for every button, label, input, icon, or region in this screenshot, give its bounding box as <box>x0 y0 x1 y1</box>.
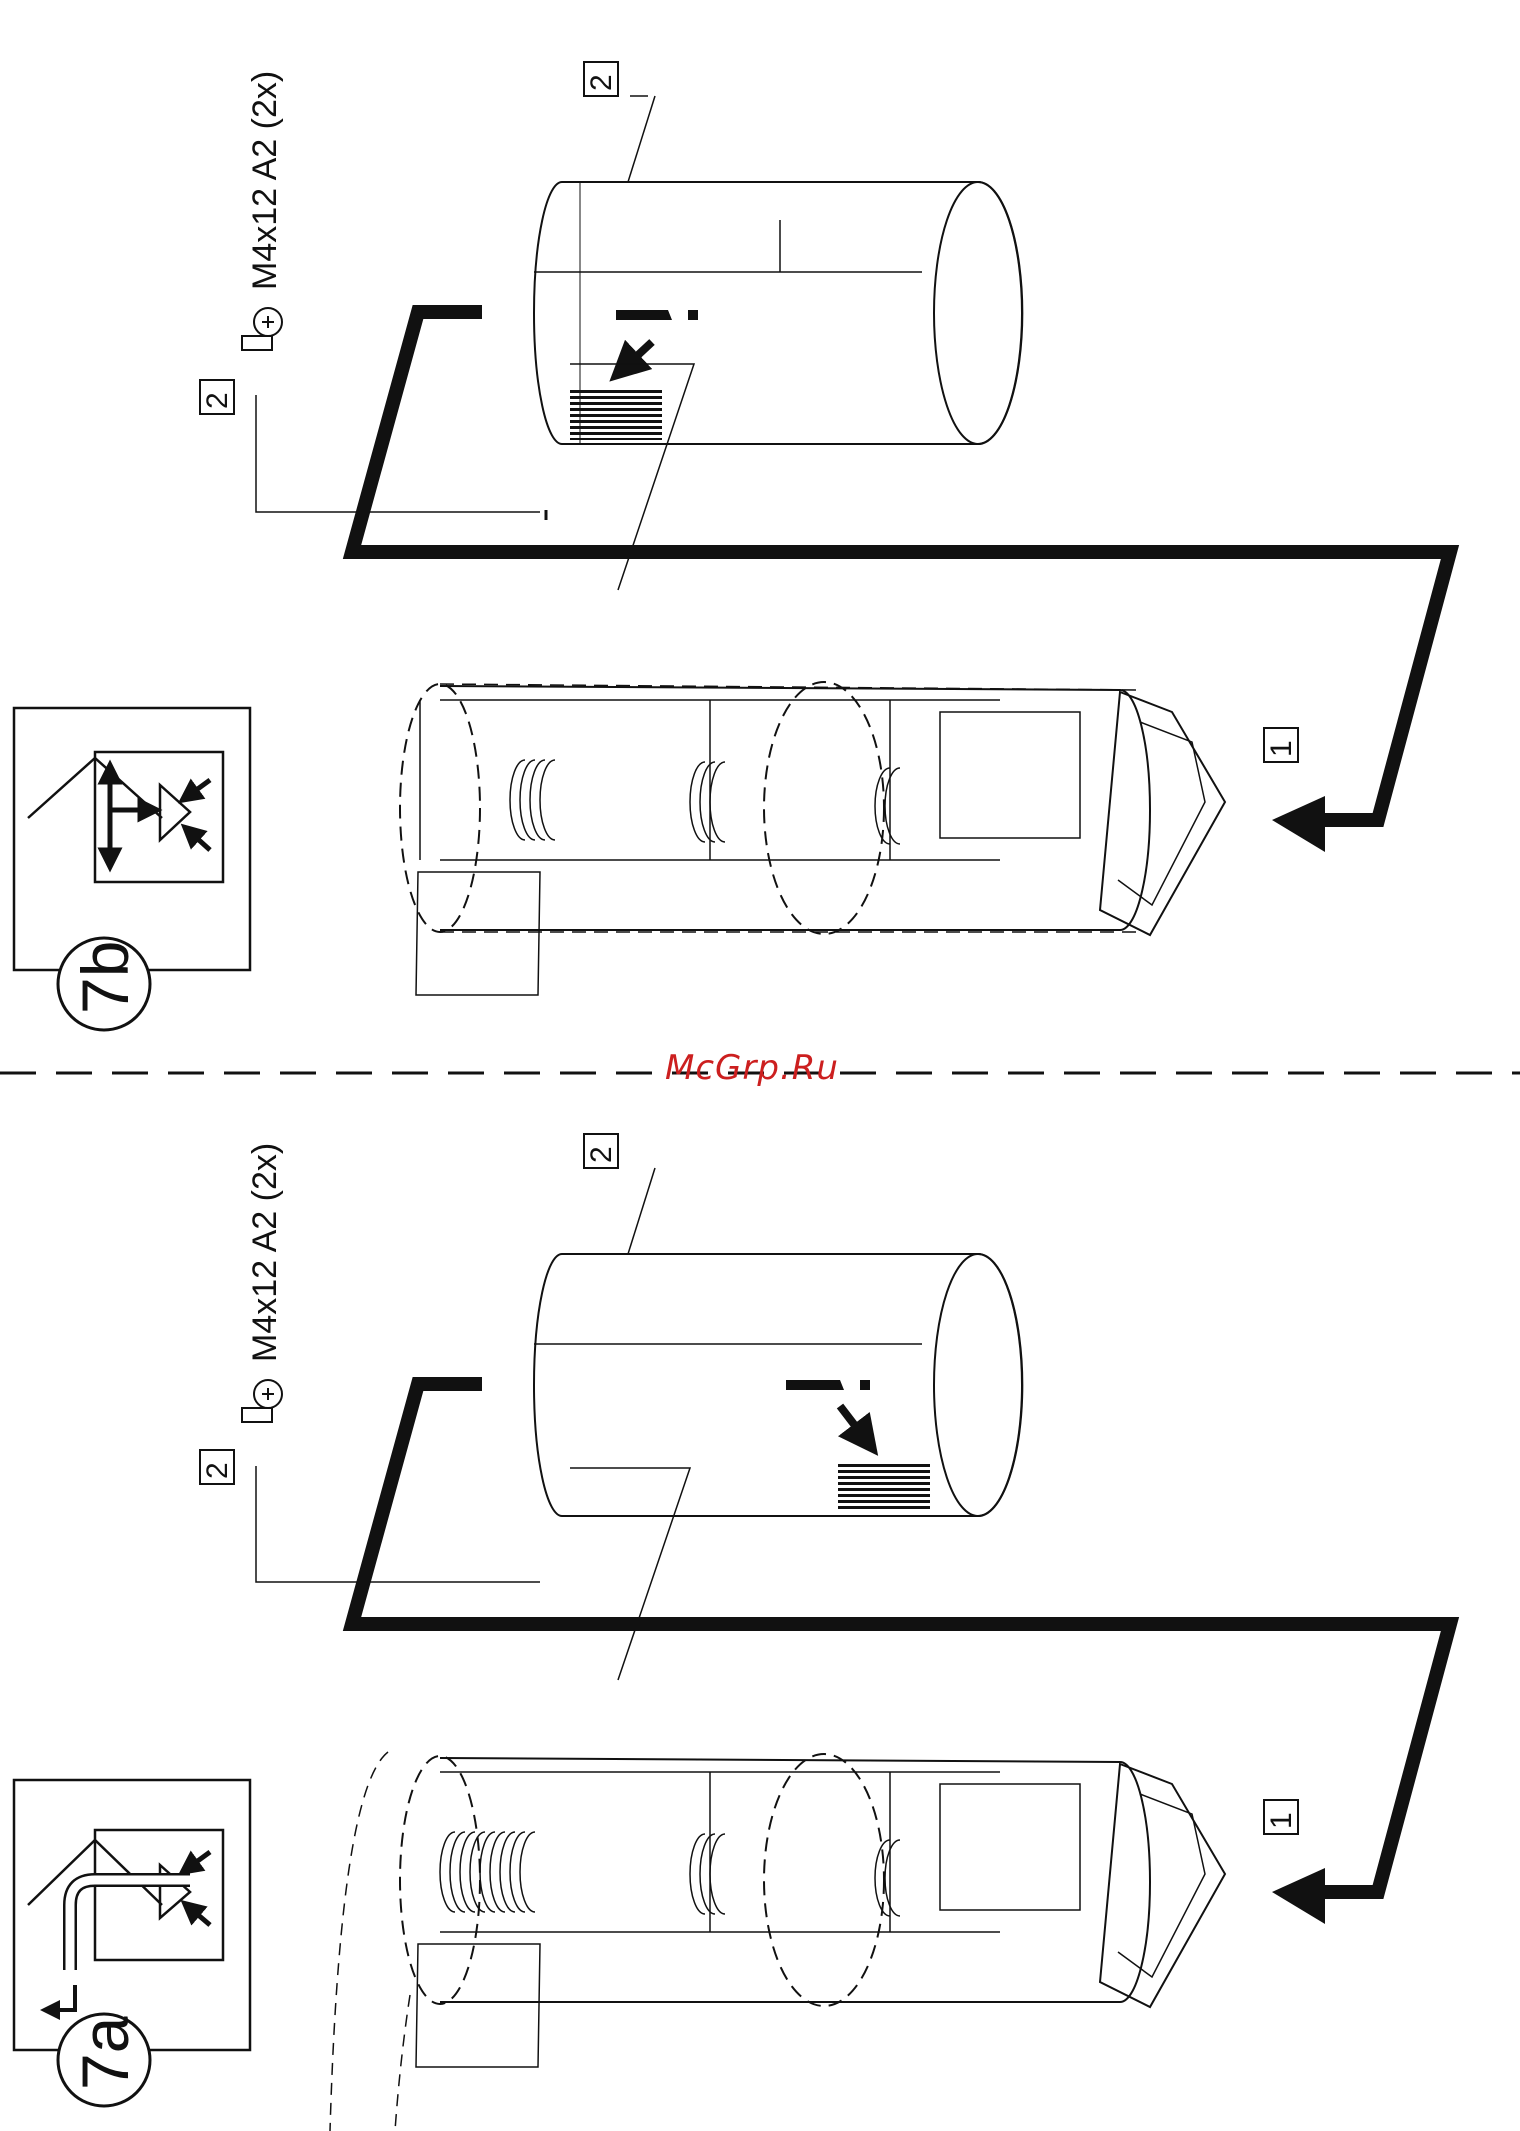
watermark: McGrp.Ru <box>665 1048 839 1088</box>
fan-coil <box>510 760 900 844</box>
screw-spec: M4x12 A2 (2x) <box>242 71 284 350</box>
callout-box: 2 <box>584 62 618 96</box>
svg-text:2: 2 <box>585 74 618 91</box>
arrow-head-icon <box>1272 796 1325 852</box>
extract-mode-icon <box>14 708 250 970</box>
panel-7b: 7b M4x12 A2 (2x) 2 2 1 <box>14 62 1450 1030</box>
screw-spec-label: M4x12 A2 (2x) <box>246 1143 284 1362</box>
step-circle-7a: 7a <box>58 2014 150 2106</box>
callout-box: 1 <box>1264 728 1298 762</box>
fan-coil <box>440 1832 900 1916</box>
svg-text:2: 2 <box>585 1146 618 1163</box>
screw-spec-label: M4x12 A2 (2x) <box>246 71 284 290</box>
recirculation-mode-icon <box>14 1780 250 2050</box>
cover-part <box>534 182 1022 590</box>
screw-spec: M4x12 A2 (2x) <box>242 1143 284 1422</box>
hood-base-unit <box>400 682 1225 995</box>
svg-text:1: 1 <box>1265 1812 1298 1829</box>
hood-base-unit <box>330 1752 1225 2131</box>
arrow-head-icon <box>1272 1868 1325 1924</box>
cover-part <box>534 1254 1022 1680</box>
callout-box: 1 <box>1264 1800 1298 1834</box>
svg-text:2: 2 <box>201 392 234 409</box>
svg-text:1: 1 <box>1265 740 1298 757</box>
callout-box: 2 <box>200 380 234 414</box>
step-label: 7b <box>68 941 142 1014</box>
callout-box: 2 <box>584 1134 618 1168</box>
step-circle-7b: 7b <box>58 938 150 1030</box>
screw-icon <box>242 308 282 350</box>
step-label: 7a <box>68 2016 142 2090</box>
panel-7a: 7a M4x12 A2 (2x) 2 2 1 <box>14 1134 1450 2131</box>
svg-text:2: 2 <box>201 1462 234 1479</box>
screw-icon <box>242 1380 282 1422</box>
callout-box: 2 <box>200 1450 234 1484</box>
